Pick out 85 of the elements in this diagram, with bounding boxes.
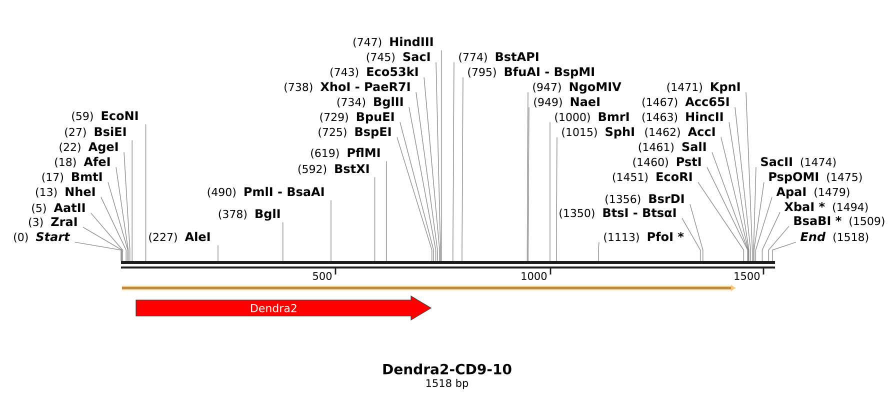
dna-backbone — [121, 261, 775, 268]
leader-line — [682, 218, 701, 262]
site-label: (227) AleI — [149, 232, 210, 242]
site-label: (734) BglII — [337, 96, 403, 109]
tick-label: 500 — [313, 272, 332, 280]
leader-line — [436, 62, 441, 262]
site-label: ApaI (1479) — [776, 187, 850, 198]
leader-line — [374, 176, 376, 262]
leader-line — [452, 62, 454, 262]
title: Dendra2-CD9-10 — [383, 364, 512, 374]
leader-line — [100, 196, 126, 262]
site-label: (3) ZraI — [28, 217, 77, 228]
leader-line — [598, 242, 600, 262]
site-label: (1462) AccI — [645, 127, 715, 138]
leader-line — [768, 226, 790, 262]
site-label: End (1518) — [800, 232, 868, 242]
site-label: (725) BspEI — [318, 127, 391, 138]
leader-line — [282, 222, 284, 262]
site-label: (949) NaeI — [534, 97, 600, 108]
leader-line — [772, 242, 796, 262]
site-label: (59) EcoNI — [72, 111, 138, 122]
sequence-length: 1518 bp — [426, 378, 468, 390]
leader-line — [720, 136, 749, 262]
site-label: (738) XhoI - PaeR7I — [284, 82, 410, 92]
site-label: (745) SacI — [366, 52, 430, 62]
site-label: (729) BpuEI — [320, 112, 394, 124]
site-label: (1463) HincII — [642, 112, 723, 122]
leader-line — [416, 92, 438, 262]
site-label: (1471) KpnI — [667, 82, 740, 94]
leader-line — [526, 92, 528, 262]
leader-line — [462, 76, 464, 262]
site-label: (743) Eco53kI — [330, 66, 418, 78]
site-label: (27) BsiEI — [65, 126, 126, 138]
site-label: (17) BmtI — [42, 172, 102, 182]
site-label: (18) AfeI — [55, 156, 110, 168]
site-label: (490) PmlI - BsaAI — [208, 186, 324, 198]
leader-line — [746, 92, 753, 262]
site-label: (795) BfuAI - BspMI — [468, 66, 594, 78]
site-label: (1113) PfoI * — [604, 232, 684, 242]
leader-line — [408, 106, 436, 262]
leader-line — [690, 204, 704, 262]
leader-line — [396, 136, 432, 262]
site-label: (13) NheI — [36, 186, 95, 198]
leader-line — [698, 182, 744, 262]
site-label: (1015) SphI — [562, 126, 634, 138]
leader-line — [124, 152, 130, 262]
site-label: XbaI * (1494) — [784, 202, 868, 212]
site-label: (378) BglI — [218, 208, 280, 221]
leader-line — [116, 166, 129, 262]
site-label: (1467) Acc65I — [642, 97, 729, 108]
leader-line — [440, 50, 442, 262]
site-label: (1350) BtsI - BtsαI — [560, 208, 676, 218]
leader-line — [386, 160, 387, 262]
site-label: (1460) PstI — [633, 157, 701, 168]
leader-line — [330, 200, 332, 262]
leader-line — [74, 242, 122, 262]
site-label: (1461) SalI — [638, 142, 706, 152]
site-label: (5) AatII — [32, 203, 85, 214]
site-label: (1451) EcoRI — [612, 172, 692, 182]
site-label: (22) AgeI — [60, 142, 118, 154]
site-label: (774) BstAPI — [459, 52, 538, 62]
site-label: (592) BstXI — [298, 164, 369, 174]
site-label: (947) NgoMIV — [533, 82, 622, 94]
site-label: (1000) BmrI — [555, 112, 629, 122]
site-label: PspOMI (1475) — [769, 172, 862, 184]
leader-line — [400, 122, 434, 262]
leader-line — [424, 76, 440, 262]
leader-line — [145, 124, 146, 262]
leader-line — [754, 182, 764, 262]
leader-line — [734, 106, 751, 262]
leader-line — [728, 122, 750, 262]
leader-line — [108, 182, 128, 262]
site-label: (619) PflMI — [311, 148, 380, 158]
leader-line — [712, 152, 748, 262]
site-label: SacII (1474) — [761, 157, 836, 168]
leader-line — [528, 106, 530, 262]
site-label: (1356) BsrDI — [606, 194, 684, 204]
leader-line — [762, 212, 780, 262]
site-label: BsaBI * (1509) — [794, 216, 884, 226]
leader-line — [90, 212, 123, 262]
leader-line — [556, 136, 558, 262]
site-label: (0) Start — [14, 232, 70, 242]
site-label: (747) HindIII — [353, 36, 433, 48]
leader-line — [755, 196, 772, 262]
leader-line — [82, 226, 122, 262]
